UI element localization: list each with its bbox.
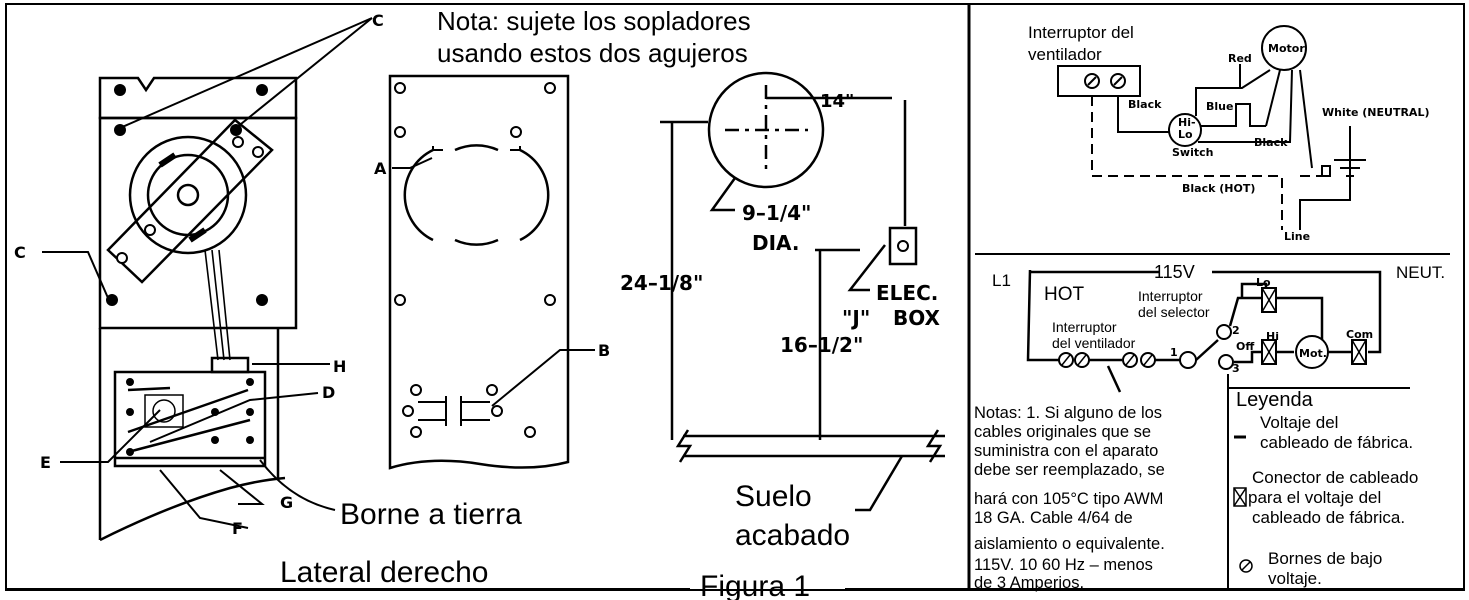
callout-b: B (598, 341, 610, 360)
callout-c-top: C (372, 11, 384, 30)
pos-1: 1 (1170, 346, 1178, 359)
line-label: Line (1284, 230, 1310, 243)
note-line: aislamiento o equivalente. (974, 535, 1165, 553)
legend-item1-b: cableado de fábrica. (1260, 433, 1413, 452)
floor-1: Suelo (735, 480, 812, 513)
callout-g: G (280, 493, 293, 512)
elec-label-1: ELEC. (876, 281, 938, 305)
dim-14: 14" (820, 91, 854, 112)
fan-label-1: Interruptor (1052, 319, 1117, 335)
elec-j: "J" (842, 306, 870, 330)
legend-item3-a: Bornes de bajo (1268, 549, 1382, 568)
l1-label: L1 (992, 271, 1011, 290)
fan-switch-label-1: Interruptor del (1028, 23, 1134, 42)
legend-item1-a: Voltaje del (1260, 413, 1338, 432)
fan-label-2: del ventilador (1052, 335, 1136, 351)
note-line: 115V. 10 60 Hz – menos (974, 556, 1153, 574)
fan-switch-label-2: ventilador (1028, 45, 1102, 64)
side-label: Lateral derecho (280, 556, 488, 589)
wire-blue: Blue (1206, 100, 1233, 113)
note-line: debe ser reemplazado, se (974, 461, 1165, 479)
selector-label-2: del selector (1138, 304, 1210, 320)
neut-label: NEUT. (1396, 263, 1445, 282)
note-line: hará con 105°C tipo AWM (974, 490, 1163, 508)
hilo-1: Hi- (1178, 116, 1196, 129)
hot-label: HOT (1044, 284, 1085, 305)
pos-2: 2 (1232, 324, 1240, 337)
motor-mot: Mot. (1299, 347, 1327, 360)
wire-black-1: Black (1128, 98, 1162, 111)
elec-label-2: BOX (893, 306, 941, 330)
bracket-holes (116, 136, 264, 264)
pos-3: 3 (1232, 362, 1240, 375)
callout-a: A (374, 159, 387, 178)
figure-title: Figura 1 (700, 570, 810, 600)
schematic-xmarks (1061, 287, 1367, 366)
dim-24: 24–1/8" (620, 271, 703, 295)
notes-block: Notas: 1. Si alguno de los cables origin… (974, 404, 1165, 592)
callout-d: D (322, 383, 335, 402)
legend-terminal-symbol (1239, 559, 1253, 573)
hilo-2: Lo (1178, 128, 1193, 141)
term-lo: Lo (1256, 276, 1271, 289)
wire-white: White (NEUTRAL) (1322, 106, 1430, 119)
note-line-2: usando estos dos agujeros (437, 38, 748, 68)
dim-dia-2: DIA. (752, 231, 800, 255)
note-line: de 3 Amperios. (974, 574, 1084, 592)
note-line: suministra con el aparato (974, 442, 1158, 460)
term-hi: Hi (1266, 330, 1279, 343)
callout-h: H (333, 357, 346, 376)
wire-red: Red (1228, 52, 1252, 65)
legend-connector-symbol (1233, 487, 1247, 507)
switch-label: Switch (1172, 146, 1213, 159)
dim-16: 16–1/2" (780, 333, 863, 357)
callout-c-left: C (14, 243, 26, 262)
wire-black-2: Black (1254, 136, 1288, 149)
blower-side-view (98, 76, 298, 542)
term-com: Com (1346, 328, 1373, 341)
ground-label: Borne a tierra (340, 498, 522, 531)
floor-2: acabado (735, 519, 850, 552)
note-line-1: Nota: sujete los sopladores (437, 6, 751, 36)
dimension-drawing (660, 71, 945, 512)
wire-black-hot: Black (HOT) (1182, 182, 1255, 195)
legend-title: Leyenda (1236, 389, 1314, 411)
dim-dia-1: 9–1/4" (742, 201, 811, 225)
callout-leaders (42, 17, 595, 529)
mounting-panel (388, 74, 570, 470)
selector-label-1: Interruptor (1138, 288, 1203, 304)
wiring-pictorial (1057, 25, 1366, 230)
motor-label: Motor (1268, 42, 1305, 55)
outer-frame (5, 3, 1465, 591)
note-line: Notas: 1. Si alguno de los (974, 404, 1162, 422)
legend-item2-c: cableado de fábrica. (1252, 508, 1405, 527)
legend-item3-b: voltaje. (1268, 569, 1322, 588)
panel-holes (394, 82, 556, 438)
note-line: cables originales que se (974, 423, 1151, 441)
v115-label: 115V (1154, 262, 1195, 282)
legend-item2-b: para el voltaje del (1248, 488, 1381, 507)
pos-off: Off (1236, 340, 1254, 353)
callout-e: E (40, 453, 51, 472)
note-line: 18 GA. Cable 4/64 de (974, 509, 1133, 527)
blower-holes (106, 84, 268, 456)
callout-f: F (232, 519, 243, 538)
jbox-hole (897, 240, 909, 252)
legend-item2-a: Conector de cableado (1252, 468, 1418, 487)
